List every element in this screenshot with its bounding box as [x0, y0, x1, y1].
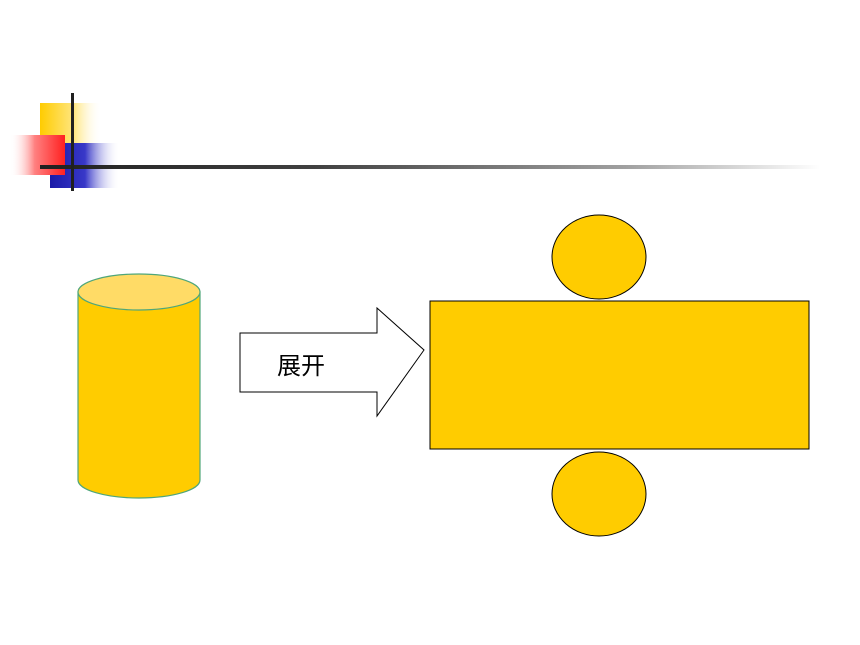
ornament-horizontal-line: [40, 165, 820, 169]
cylinder: [77, 273, 201, 499]
title-ornament: [10, 93, 820, 191]
net-lateral-rectangle: [429, 300, 810, 450]
net-top-circle: [551, 214, 647, 300]
net-bottom-circle: [551, 451, 647, 537]
cylinder-net: [429, 214, 810, 537]
cylinder-body: [77, 291, 201, 499]
unfold-arrow: 展开: [239, 306, 425, 418]
ornament-vertical-line: [71, 93, 74, 191]
unfold-arrow-shape: [239, 306, 425, 418]
unfold-arrow-label: 展开: [277, 352, 325, 380]
cylinder-top: [77, 273, 201, 311]
